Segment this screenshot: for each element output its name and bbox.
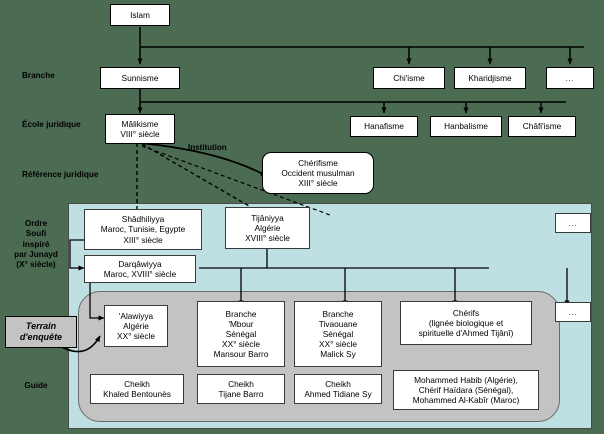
row-label-ecole-juridique: École juridique [22,120,81,129]
node-branche-alawiyya[interactable]: 'Alawiyya Algérie XX° siècle [104,305,168,347]
node-ordre-more[interactable]: … [555,213,591,233]
node-branche-chiisme[interactable]: Chi'isme [373,67,445,89]
row-label-guide: Guide [24,381,48,390]
node-reference-cherifisme[interactable]: Chérifisme Occident musulman XIII° siècl… [262,152,374,194]
row-label-ordre-soufi: Ordre Soufi inspiré par Junayd (X° siècl… [14,219,58,269]
node-branche-more[interactable]: … [555,302,591,322]
node-ecole-malikisme[interactable]: Mâlikisme VIII° siècle [105,114,175,144]
node-branche-kharidjisme[interactable]: Kharidjisme [454,67,526,89]
node-guide-khaled-bentounes[interactable]: Cheikh Khaled Bentounès [90,374,184,404]
node-branche-mbour[interactable]: Branche 'Mbour Sénégal XX° siècle Mansou… [197,301,285,367]
node-guide-cherifs-list[interactable]: Mohammed Habib (Algérie), Chérif Haïdara… [393,370,539,410]
node-ordre-darqawiyya[interactable]: Darqâwiyya Maroc, XVIII° siècle [84,255,196,283]
node-islam[interactable]: Islam [110,4,170,26]
node-guide-tijane-barro[interactable]: Cheikh Tijane Barro [197,374,285,404]
row-label-reference-juridique: Référence juridique [22,170,99,179]
node-guide-ahmed-tidiane-sy[interactable]: Cheikh Ahmed Tidiane Sy [294,374,382,404]
node-ecole-hanafisme[interactable]: Hanafisme [350,116,418,137]
node-ordre-tijaniyya[interactable]: Tijâniyya Algérie XVIII° siècle [225,207,310,249]
node-branche-sunnisme[interactable]: Sunnisme [100,67,180,89]
node-ecole-chafiisme[interactable]: Châfi'isme [508,116,576,137]
node-branche-tivaouane[interactable]: Branche Tivaouane Sénégal XX° siècle Mal… [294,301,382,367]
edge-label-institution: Institution [188,143,227,152]
node-ordre-shadhiliyya[interactable]: Shâdhiliyya Maroc, Tunisie, Egypte XIII°… [84,209,202,250]
node-branche-more[interactable]: … [546,67,594,89]
node-cherifs[interactable]: Chérifs (lignée biologique et spirituell… [400,301,532,345]
terrain-denquete-box[interactable]: Terrain d'enquête [5,316,77,348]
row-label-branche: Branche [22,71,55,80]
node-ecole-hanbalisme[interactable]: Hanbalisme [430,116,502,137]
